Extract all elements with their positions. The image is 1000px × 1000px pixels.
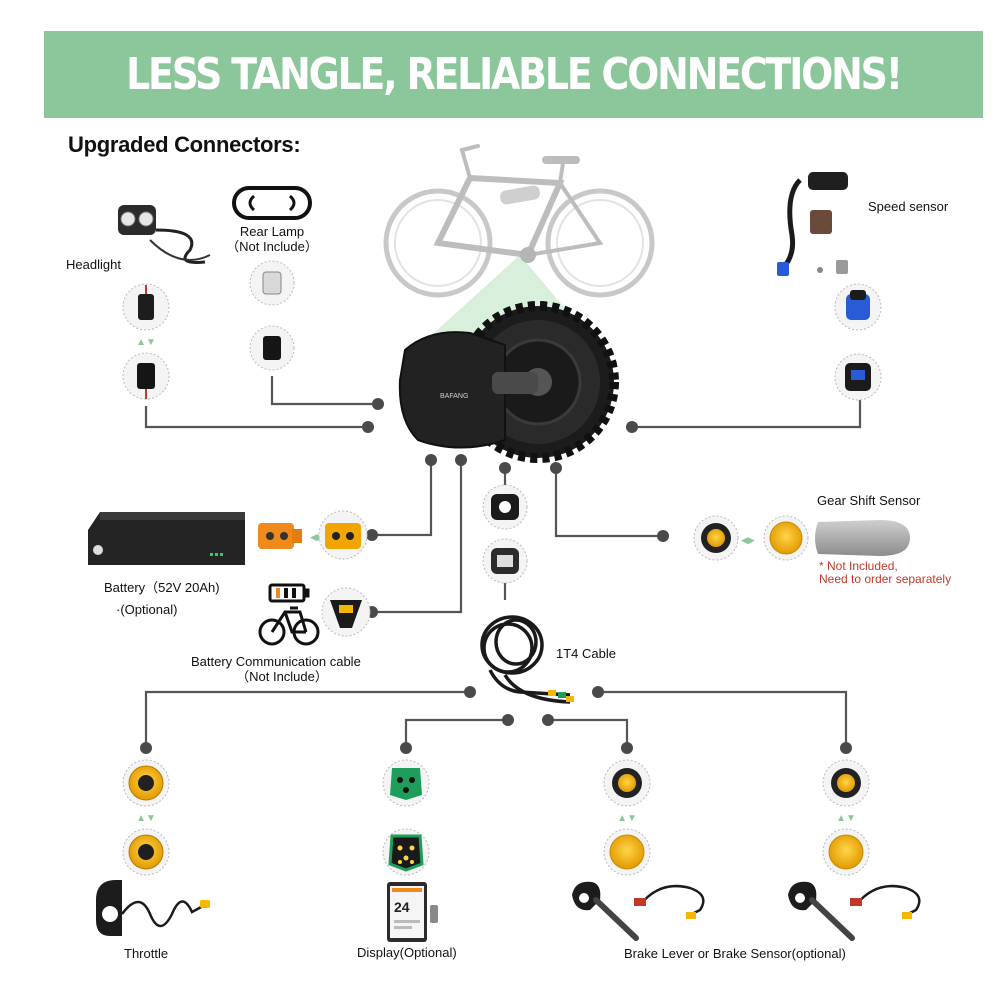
throttle-label: Throttle <box>124 946 169 961</box>
headlight-label: Headlight <box>66 257 121 272</box>
rear-lamp-label: Rear Lamp <box>239 224 305 239</box>
battery-communication-note: （Not Include） <box>236 669 328 684</box>
throttle-connector-male <box>122 828 170 876</box>
speed-sensor-label: Speed sensor <box>868 199 949 214</box>
headlight-icon <box>118 205 211 264</box>
rear-lamp-connector-female <box>249 325 295 371</box>
display-connector-female <box>382 759 430 807</box>
rear-lamp-icon <box>232 186 312 220</box>
cable-1t4-connector-bottom <box>482 538 528 584</box>
throttle-connector-female <box>122 759 170 807</box>
gear-swap-arrow: ◀▶ <box>741 535 755 545</box>
brake-connector-male-1 <box>603 828 651 876</box>
gear-shift-connector-male <box>763 515 809 561</box>
subtitle: Upgraded Connectors: <box>68 132 301 157</box>
bicycle-icon <box>383 144 655 298</box>
display-connector-male <box>382 828 430 876</box>
cable-1t4-connector-top <box>482 484 528 530</box>
brake-swap-arrow-1: ▲▼ <box>617 813 637 824</box>
brake-label: Brake Lever or Brake Sensor(optional) <box>624 946 846 961</box>
brake-connector-male-2 <box>822 828 870 876</box>
brake-lever-icon <box>572 881 705 941</box>
wiring-lines <box>144 376 862 748</box>
cable-1t4-label: 1T4 Cable <box>556 646 616 661</box>
gear-shift-connector-female <box>693 515 739 561</box>
battery-icon <box>88 512 245 565</box>
speed-sensor-icon <box>777 172 848 276</box>
speed-sensor-connector-blue <box>834 283 882 331</box>
battery-connector-female <box>318 510 368 560</box>
display-icon: 24 <box>387 882 438 942</box>
rear-lamp-note: （Not Include） <box>226 239 318 254</box>
mid-drive-motor-icon: BAFANG <box>398 301 619 463</box>
brake-connector-female-1 <box>603 759 651 807</box>
speed-sensor-connector-black <box>834 353 882 401</box>
throttle-swap-arrow: ▲▼ <box>136 813 156 824</box>
brake-connector-female-2 <box>822 759 870 807</box>
gear-shift-sensor-label: Gear Shift Sensor <box>817 493 921 508</box>
headlight-swap-arrow: ▲▼ <box>136 337 156 348</box>
battery-comm-connector <box>321 587 371 637</box>
battery-communication-icon <box>258 583 320 646</box>
gear-shift-sensor-icon <box>815 520 910 556</box>
page-title: LESS TANGLE, RELIABLE CONNECTIONS! <box>126 49 903 100</box>
battery-communication-label: Battery Communication cable <box>191 654 361 669</box>
battery-connector-male <box>258 523 302 549</box>
motor-brand-label: BAFANG <box>440 393 468 400</box>
headlight-connector-female <box>122 352 170 400</box>
battery-swap-arrow: ◀▶ <box>310 532 324 542</box>
headlight-connector-male <box>122 283 170 331</box>
throttle-icon <box>96 880 210 936</box>
gear-shift-note-1: * Not Included, <box>819 559 898 573</box>
display-speed-readout: 24 <box>394 899 410 915</box>
gear-shift-note-2: Need to order separately <box>819 572 952 586</box>
battery-note: ·(Optional) <box>116 602 178 617</box>
battery-label: Battery（52V 20Ah) <box>104 580 220 595</box>
brake-swap-arrow-2: ▲▼ <box>836 813 856 824</box>
cable-icon <box>480 615 574 704</box>
title-banner: LESS TANGLE, RELIABLE CONNECTIONS! <box>44 31 983 118</box>
brake-lever-icon <box>788 881 921 941</box>
display-label: Display(Optional) <box>357 945 457 960</box>
rear-lamp-connector-male <box>249 260 295 306</box>
junction-dots <box>140 398 852 754</box>
